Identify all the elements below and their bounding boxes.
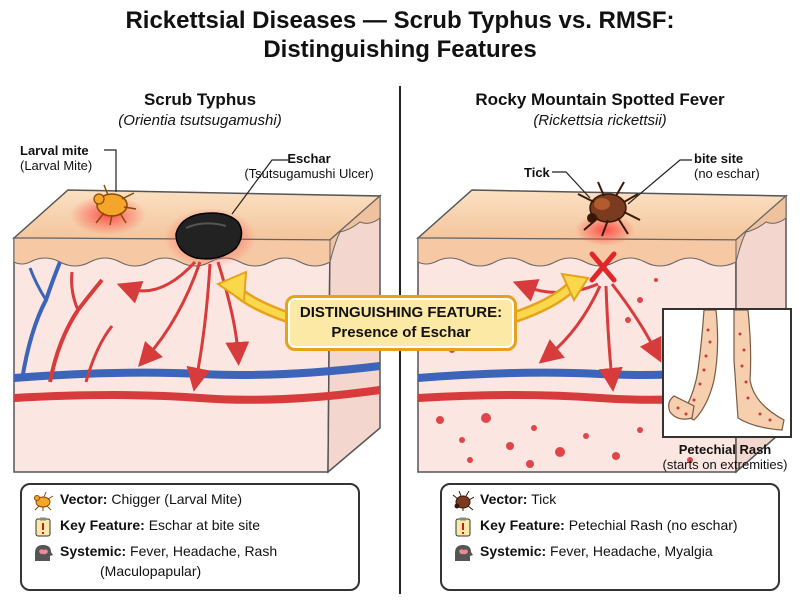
right-legend-feature: Key Feature: Petechial Rash (no eschar) xyxy=(452,517,768,537)
alert-clipboard-icon xyxy=(35,517,51,537)
rash-label: Petechial Rash (starts on extremities) xyxy=(650,442,800,472)
right-legend-vector: Vector: Tick xyxy=(452,491,768,511)
leg-hand-icon xyxy=(668,309,785,431)
distinguishing-feature-callout: DISTINGUISHING FEATURE: Presence of Esch… xyxy=(285,295,517,351)
page-title: Rickettsial Diseases — Scrub Typhus vs. … xyxy=(0,6,800,64)
callout-line-1: DISTINGUISHING FEATURE: xyxy=(299,304,503,321)
callout-line-2: Presence of Eschar xyxy=(331,324,471,341)
mite-label: Larval mite (Larval Mite) xyxy=(20,143,93,173)
mite-sublabel: (Larval Mite) xyxy=(20,158,93,173)
brain-head-icon xyxy=(35,545,53,561)
left-legend: Vector: Chigger (Larval Mite) Key Featur… xyxy=(20,483,360,591)
eschar-sublabel: (Tsutsugamushi Ulcer) xyxy=(244,166,374,181)
right-legend-systemic: Systemic: Fever, Headache, Myalgia xyxy=(452,543,768,563)
right-legend: Vector: Tick Key Feature: Petechial Rash… xyxy=(440,483,780,591)
mite-icon xyxy=(34,491,54,511)
bite-site-label: bite site (no eschar) xyxy=(694,151,760,181)
left-legend-vector: Vector: Chigger (Larval Mite) xyxy=(32,491,348,511)
right-panel-title: Rocky Mountain Spotted Fever xyxy=(475,90,725,109)
tick-icon xyxy=(452,491,474,511)
right-panel-organism: (Rickettsia rickettsii) xyxy=(533,112,667,129)
eschar-label: Eschar (Tsutsugamushi Ulcer) xyxy=(234,151,384,181)
no-eschar-x-icon xyxy=(589,251,617,283)
title-line-2: Distinguishing Features xyxy=(263,36,537,63)
rash-inset xyxy=(662,308,792,438)
brain-head-icon xyxy=(455,545,473,561)
alert-clipboard-icon xyxy=(455,517,471,537)
left-legend-systemic: Systemic: Fever, Headache, Rash xyxy=(32,543,348,563)
mite-icon xyxy=(93,184,137,226)
rash-sublabel: (starts on extremities) xyxy=(662,457,788,472)
left-legend-systemic-cont: (Maculopapular) xyxy=(100,563,202,579)
bite-site-sublabel: (no eschar) xyxy=(694,166,760,181)
title-line-1: Rickettsial Diseases — Scrub Typhus vs. … xyxy=(125,7,675,34)
tick-label: Tick xyxy=(524,165,550,180)
left-skin-block xyxy=(12,189,382,474)
left-panel-title: Scrub Typhus xyxy=(143,90,257,109)
left-legend-feature: Key Feature: Eschar at bite site xyxy=(32,517,348,537)
tick-icon xyxy=(577,181,641,237)
left-panel-organism: (Orientia tsutsugamushi) xyxy=(118,112,282,129)
